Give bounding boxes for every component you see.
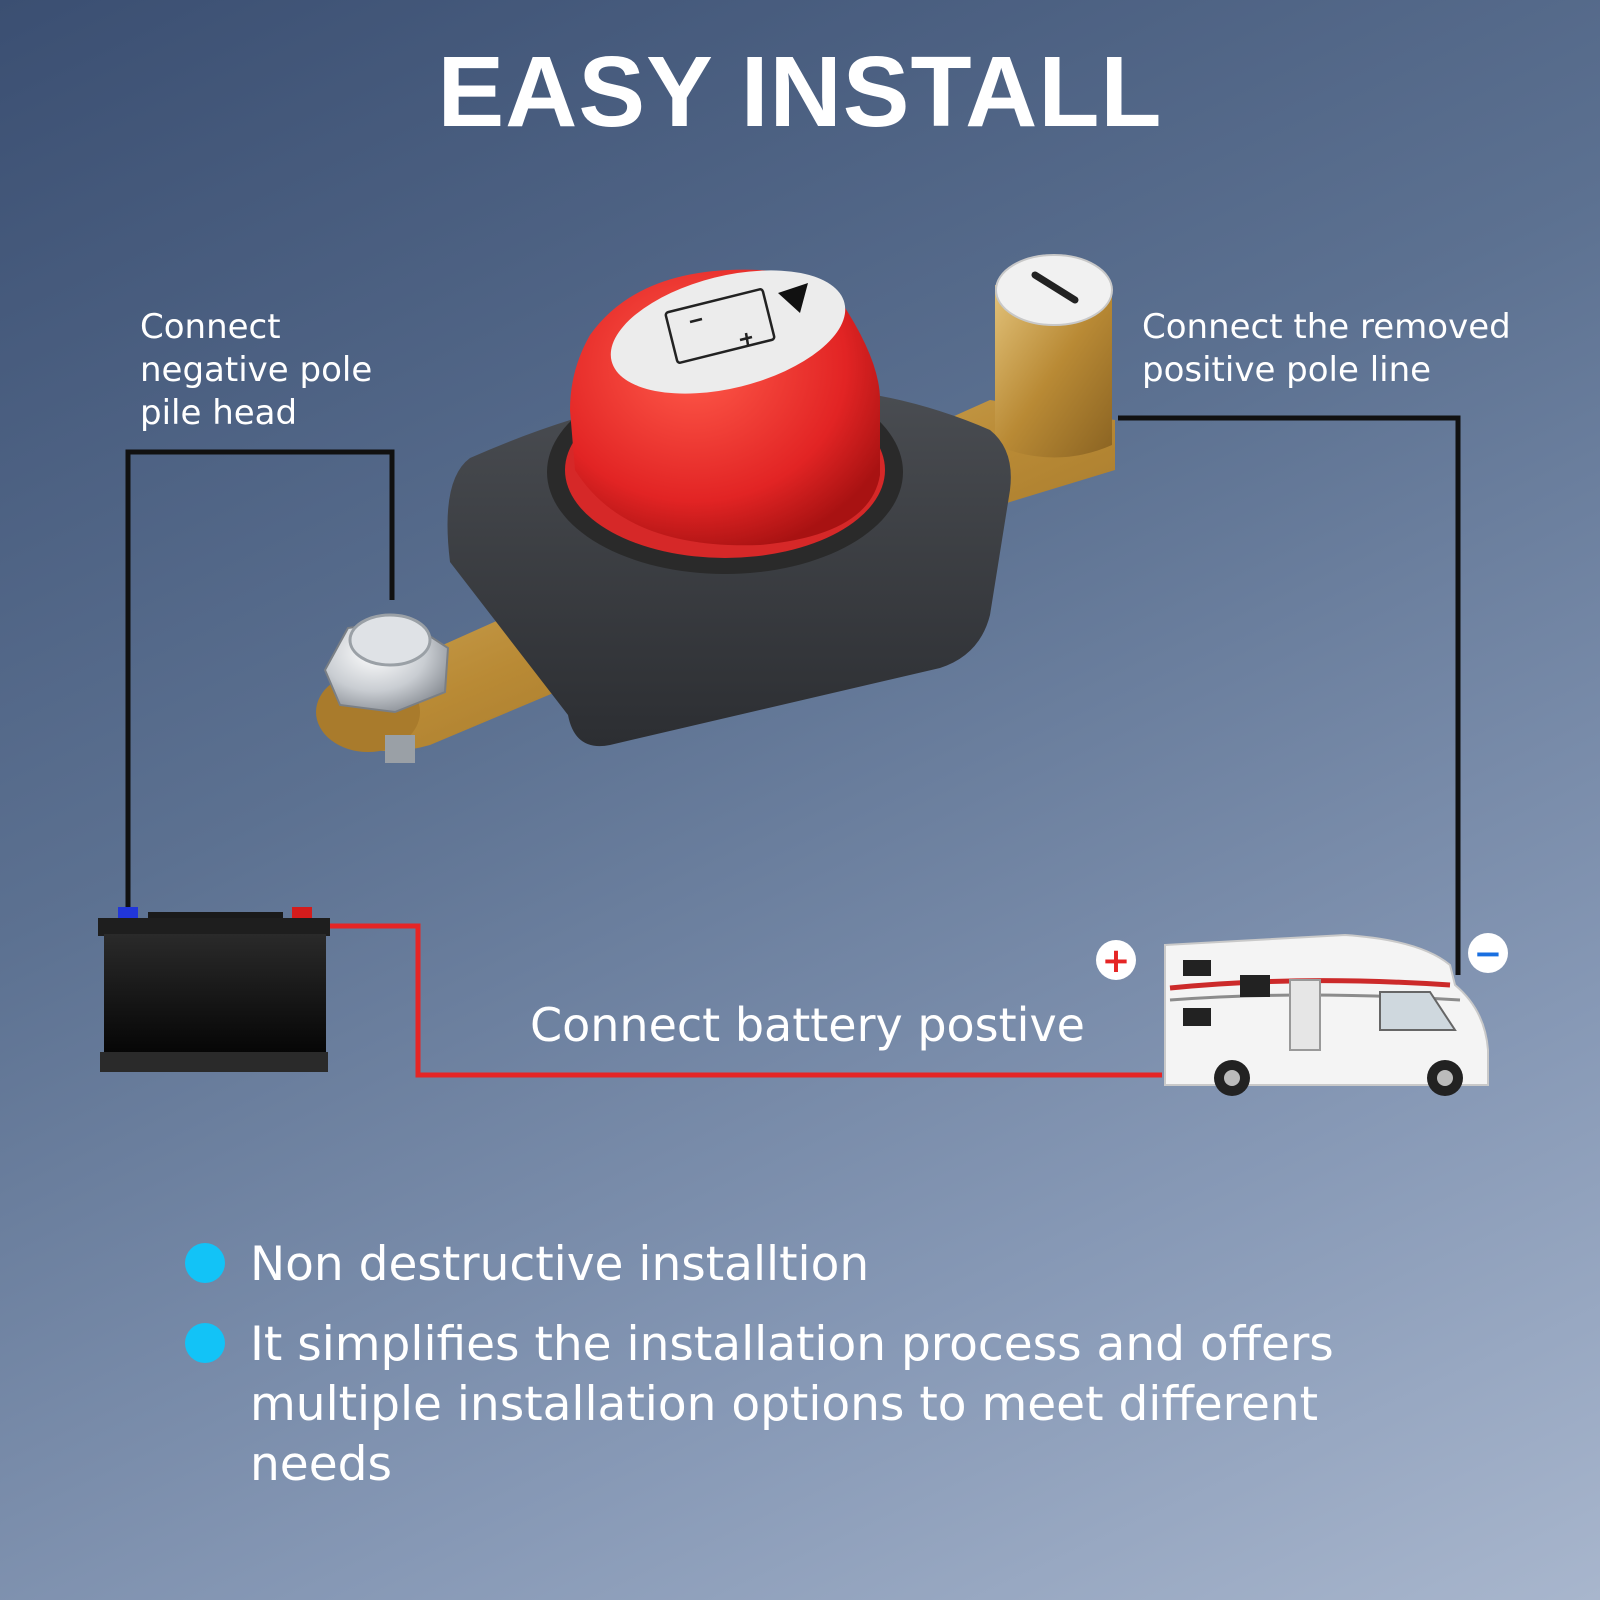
battery-positive-label: Connect battery postive xyxy=(530,998,1085,1052)
battery-disconnect-switch xyxy=(316,254,1115,763)
motorhome-icon xyxy=(1164,933,1489,1096)
arrow-indicator xyxy=(778,283,808,313)
feature-item: It simplifies the installation process a… xyxy=(185,1315,1465,1495)
car-battery-icon xyxy=(98,907,330,1072)
callout-line: Connect xyxy=(140,307,281,347)
feature-text: Non destructive installtion xyxy=(250,1237,870,1292)
negative-wire-right xyxy=(1118,415,1461,975)
bullet-dot-icon xyxy=(185,1323,225,1363)
callout-line: negative pole xyxy=(140,350,373,390)
bolt xyxy=(323,613,450,763)
callout-line: Connect the removed xyxy=(1142,307,1511,347)
callout-line: pile head xyxy=(140,393,298,433)
page-title: EASY INSTALL xyxy=(437,36,1163,148)
svg-text:+: + xyxy=(1102,941,1131,981)
feature-list: Non destructive installtion It simplifie… xyxy=(185,1235,1465,1515)
battery-label-icon xyxy=(664,288,776,364)
bullet-dot-icon xyxy=(185,1243,225,1283)
minus-sign-icon: − xyxy=(1468,933,1508,974)
callout-line: positive pole line xyxy=(1142,350,1432,390)
negative-wire-left xyxy=(125,449,395,920)
callout-negative-pole: Connect negative pole pile head xyxy=(140,306,372,435)
svg-text:−: − xyxy=(1474,934,1503,974)
feature-item: Non destructive installtion xyxy=(185,1235,1465,1295)
positive-post xyxy=(995,254,1113,458)
plus-sign-icon: + xyxy=(1096,940,1136,981)
feature-text: It simplifies the installation process a… xyxy=(250,1317,1334,1492)
positive-wire xyxy=(300,923,1162,1078)
callout-positive-pole: Connect the removed positive pole line xyxy=(1142,306,1511,392)
